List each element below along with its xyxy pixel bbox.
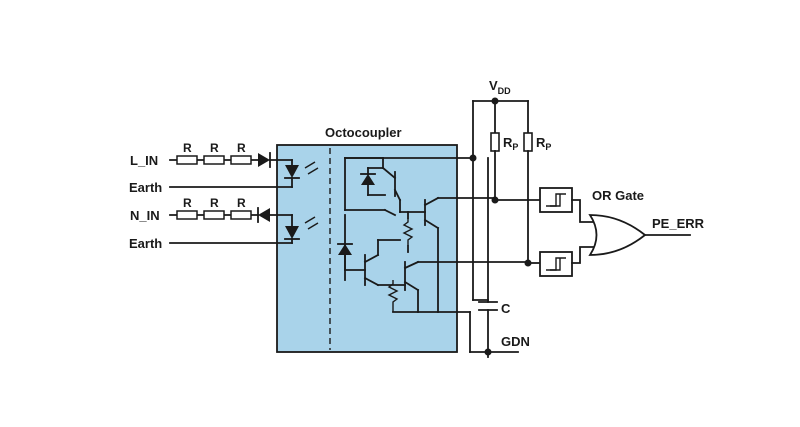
or-gate [588, 214, 647, 256]
earth-label-2: Earth [129, 236, 162, 251]
l-in-label: L_IN [130, 153, 158, 168]
diode-l [258, 153, 270, 167]
optocoupler-label: Octocoupler [325, 125, 402, 140]
gdn-label: GDN [501, 334, 530, 349]
resistor-l1 [176, 155, 198, 165]
resistor-n3 [230, 210, 252, 220]
r-label-l3: R [237, 141, 246, 155]
r-label-n3: R [237, 196, 246, 210]
resistor-n2 [203, 210, 225, 220]
r-label-n2: R [210, 196, 219, 210]
resistor-l2 [203, 155, 225, 165]
pe-err-label: PE_ERR [652, 216, 705, 231]
or-gate-label: OR Gate [592, 188, 644, 203]
rp-label-1: RP [503, 135, 518, 152]
photodiode-2 [338, 244, 352, 255]
led-n [285, 226, 299, 239]
resistor-l3 [230, 155, 252, 165]
pullup-resistor-2 [523, 132, 533, 152]
rp-label-2: RP [536, 135, 551, 152]
r-label-l1: R [183, 141, 192, 155]
vdd-label: VDD [489, 78, 511, 96]
n-in-label: N_IN [130, 208, 160, 223]
r-label-n1: R [183, 196, 192, 210]
resistor-n1 [176, 210, 198, 220]
r-label-l2: R [210, 141, 219, 155]
led-l [285, 165, 299, 178]
earth-label-1: Earth [129, 180, 162, 195]
photodiode-1 [361, 174, 375, 185]
pullup-resistor-1 [490, 132, 500, 152]
capacitor-label: C [501, 301, 511, 316]
diode-n [258, 208, 270, 222]
